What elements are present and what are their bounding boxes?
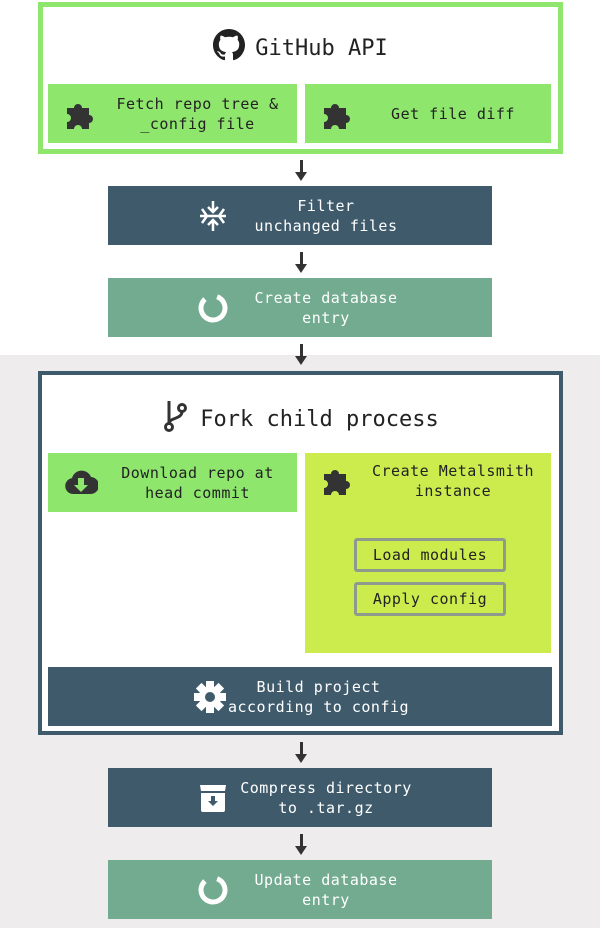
- load-modules-step: Load modules: [354, 538, 506, 572]
- metalsmith-label: Create Metalsmith instance: [371, 462, 535, 500]
- update-database-entry-step: Update database entry: [108, 860, 492, 919]
- flow-arrow: [295, 834, 307, 856]
- filter-label: Filter unchanged files: [254, 196, 398, 235]
- github-icon: [213, 29, 246, 67]
- fork-title: Fork child process: [200, 406, 439, 432]
- filter-icon: [196, 199, 230, 233]
- compress-label: Compress directory to .tar.gz: [240, 778, 412, 817]
- download-repo-step: Download repo at head commit: [48, 453, 297, 512]
- gear-icon: [193, 680, 227, 714]
- filter-unchanged-files-step: Filter unchanged files: [108, 186, 492, 245]
- fetch-repo-tree-label: Fetch repo tree & _config file: [116, 94, 279, 133]
- apply-config-step: Apply config: [354, 582, 506, 616]
- puzzle-icon: [64, 97, 98, 131]
- flow-arrow: [295, 344, 307, 366]
- spinner-icon: [196, 873, 230, 907]
- build-project-step: Build project according to config: [48, 667, 552, 726]
- update-database-label: Update database entry: [254, 870, 398, 909]
- create-database-entry-step: Create database entry: [108, 278, 492, 337]
- compress-directory-step: Compress directory to .tar.gz: [108, 768, 492, 827]
- cloud-download-icon: [64, 466, 98, 500]
- create-database-label: Create database entry: [254, 288, 398, 327]
- fetch-repo-tree-step: Fetch repo tree & _config file: [48, 84, 297, 143]
- build-project-label: Build project according to config: [227, 677, 410, 716]
- get-file-diff-label: Get file diff: [391, 104, 515, 123]
- flow-arrow: [295, 742, 307, 764]
- flow-arrow: [295, 252, 307, 274]
- flow-arrow: [295, 160, 307, 182]
- github-api-header: GitHub API: [43, 29, 558, 67]
- fork-header: Fork child process: [42, 399, 559, 439]
- puzzle-icon: [321, 97, 355, 131]
- download-repo-label: Download repo at head commit: [121, 463, 274, 502]
- git-branch-icon: [162, 399, 190, 439]
- get-file-diff-step: Get file diff: [305, 84, 551, 143]
- spinner-icon: [196, 291, 230, 325]
- github-api-title: GitHub API: [255, 35, 388, 61]
- archive-icon: [196, 781, 230, 815]
- puzzle-icon: [321, 463, 355, 497]
